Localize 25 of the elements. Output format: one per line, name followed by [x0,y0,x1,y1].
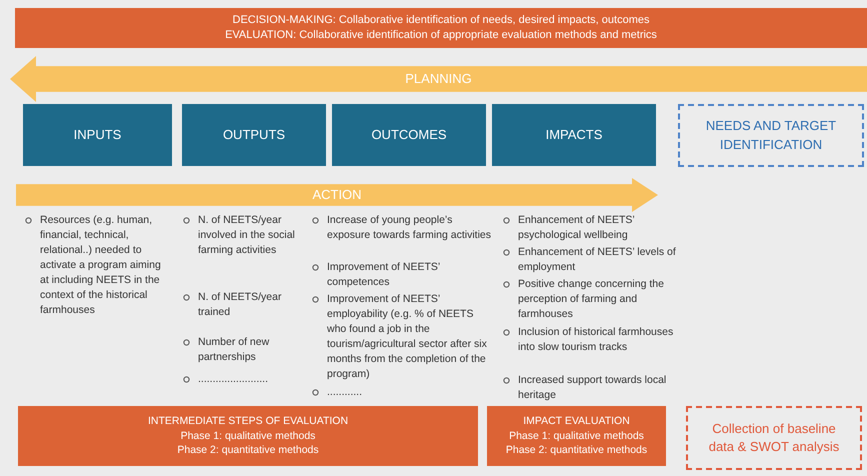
bullet-text: Resources (e.g. human, financial, technical, relational..) needed to activate a program aiming at including NEETS in the context of the historical farmhouses [40,213,162,318]
decision-banner: DECISION-MAKING: Collaborative identification of needs, desired impacts, outcomes EVALUATION: Collaborative identification of appropriate evaluation methods and metrics [15,8,867,48]
evaluation-box: IMPACT EVALUATION Phase 1: qualitative methods Phase 2: quantitative methods [487,406,666,466]
arrow-label: ACTION [312,186,362,204]
stage-box: OUTCOMES [332,104,486,166]
bullet-text: Improvement of NEETS’ employability (e.g. % of NEETS who found a job in the tourism/agricultural sector after six months from the completion of the program) [327,292,488,382]
bullet-text: Positive change concerning the perception of farming and farmhouses [518,277,665,322]
stage-box: INPUTS [23,104,172,166]
bullet-text: Enhancement of NEETS’ levels of employment [518,245,677,275]
bullet-text: ........................ [198,372,270,387]
bullet-text: Increased support towards local heritage [518,373,668,403]
arrow-label: PLANNING [405,70,472,88]
stage-box: IMPACTS [492,104,656,166]
baseline-box: Collection of baseline data & SWOT analysis [686,406,862,470]
bullet-text: Inclusion of historical farmhouses into slow tourism tracks [518,325,674,355]
stage-box: OUTPUTS [182,104,326,166]
bullet-text: N. of NEETS/year involved in the social farming activities [198,213,296,258]
bullet-text: ............ [327,385,364,400]
evaluation-box: INTERMEDIATE STEPS OF EVALUATION Phase 1: qualitative methods Phase 2: quantitative methods [18,406,478,466]
bullet-text: Increase of young people’s exposure towards farming activities [327,213,492,243]
needs-box: NEEDS AND TARGET IDENTIFICATION [678,104,864,167]
bullet-text: Improvement of NEETS’ competences [327,260,441,290]
bullet-text: N. of NEETS/year trained [198,290,282,320]
bullet-text: Enhancement of NEETS’ psychological wellbeing [518,213,636,243]
bullet-text: Number of new partnerships [198,335,270,365]
